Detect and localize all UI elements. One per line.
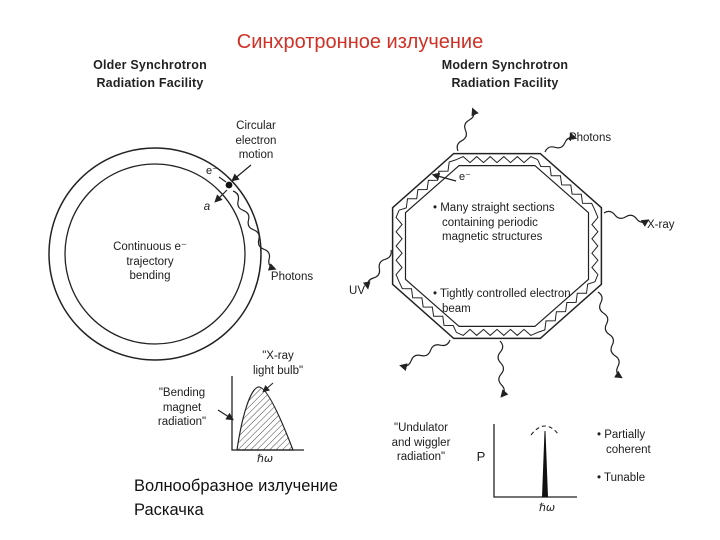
undulator-label: "Undulator and wiggler radiation": [391, 422, 451, 464]
uv-label: UV: [349, 285, 365, 297]
spectrum-axis-label-right: ℏω: [538, 501, 556, 514]
photon-wavy-ray: [497, 340, 509, 398]
swing-note: Раскачка: [134, 501, 204, 519]
photon-wavy-ray: [544, 132, 578, 153]
xray-bulb-pointer-arrow: [262, 382, 274, 393]
octagon-ring-outer: [391, 152, 603, 340]
undulator-spectrum-peak: [541, 430, 549, 498]
power-axis-label: P: [476, 449, 486, 464]
photon-wavy-ray: [362, 249, 392, 290]
photon-wavy-ray: [232, 190, 277, 271]
old-facility-heading: Older Synchrotron Radiation Facility: [93, 58, 207, 90]
electron-label-connector: [218, 176, 227, 183]
electron-label-left: e⁻: [206, 165, 218, 177]
circular-motion-pointer-arrow: [231, 164, 252, 182]
controlled-beam-bullet: • Tightly controlled electron beam: [433, 288, 571, 315]
photon-wavy-ray: [456, 107, 479, 152]
octagon-ring-inner: [404, 165, 590, 327]
magnet-structure-wiggles: [395, 155, 599, 337]
circular-motion-label: Circular electron motion: [235, 120, 277, 162]
acceleration-label: a: [203, 201, 211, 213]
storage-ring-outer-circle: [48, 147, 262, 361]
partially-coherent-bullet: • Partially coherent: [597, 429, 651, 456]
bending-spectrum-curve: [236, 386, 294, 451]
photons-label-left: Photons: [270, 271, 314, 283]
photon-wavy-ray: [603, 210, 650, 227]
bending-radiation-label: "Bending magnet radiation": [157, 387, 207, 429]
modern-facility-heading: Modern Synchrotron Radiation Facility: [441, 58, 569, 90]
straight-sections-bullet: • Many straight sections containing peri…: [433, 202, 555, 244]
bending-label-pointer-arrow: [217, 409, 234, 421]
xray-bulb-label: "X-ray light bulb": [252, 350, 304, 377]
electron-dot: [225, 181, 233, 189]
storage-ring-inner-circle: [64, 163, 246, 345]
photon-wavy-ray: [399, 339, 451, 371]
photon-wavy-ray: [597, 291, 623, 379]
undulator-spectrum-axes: [493, 424, 577, 498]
spectrum-axis-label-left: ℏω: [256, 452, 274, 465]
spectral-envelope-arc: [530, 425, 560, 436]
trajectory-label: Continuous e⁻ trajectory bending: [113, 241, 187, 283]
xray-label: X-ray: [647, 219, 675, 231]
slide-title: Синхротронное излучение: [236, 31, 484, 53]
photons-label-right: Photons: [568, 132, 612, 144]
acceleration-arrow: [214, 189, 228, 203]
tunable-bullet: • Tunable: [597, 472, 646, 484]
wave-radiation-note: Волнообразное излучение: [134, 477, 338, 495]
electron-label-right: e⁻: [459, 171, 471, 183]
